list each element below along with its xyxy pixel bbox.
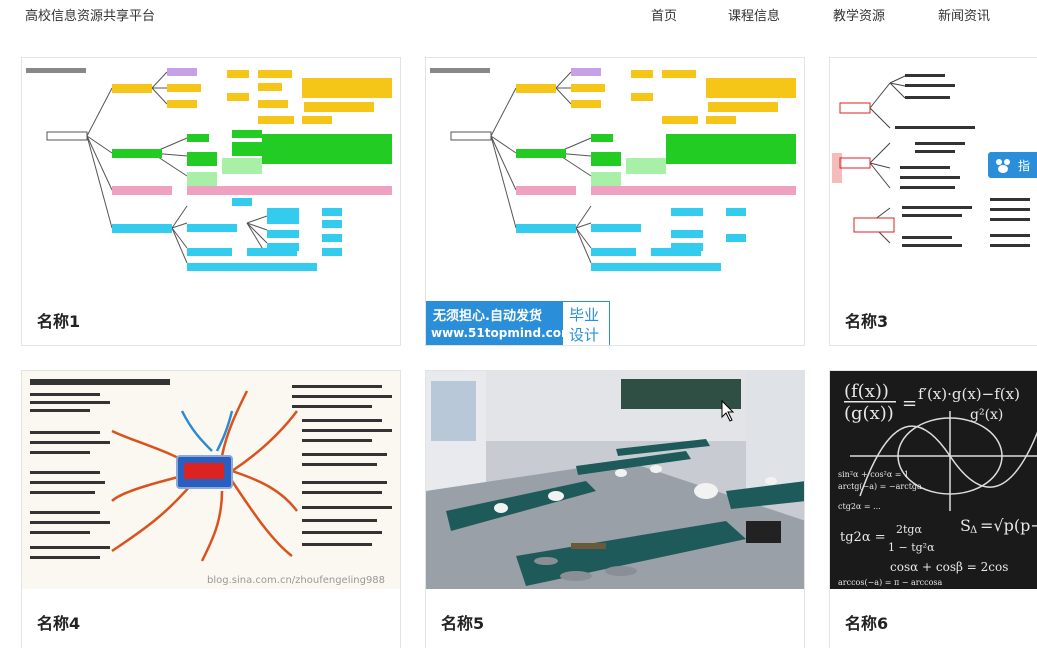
ad-badge-1: 毕业 (569, 306, 600, 324)
nav-course-info[interactable]: 课程信息 (728, 9, 781, 24)
resource-card-2[interactable]: 无须担心.自动发货 www.51topmind.com 毕业 设计 (425, 57, 805, 346)
ad-banner[interactable]: 无须担心.自动发货 www.51topmind.com 毕业 设计 (426, 301, 610, 345)
share-float-label: 指 (1018, 159, 1031, 173)
card-thumbnail[interactable] (22, 58, 400, 288)
svg-text:=: = (902, 393, 917, 414)
mindmap-image (22, 58, 400, 288)
svg-text:f′(x)·g(x)−f(x): f′(x)·g(x)−f(x) (918, 385, 1020, 403)
nav-teaching-resources[interactable]: 教学资源 (833, 9, 886, 24)
ad-badge-2: 设计 (569, 326, 600, 344)
card-title[interactable]: 名称5 (441, 614, 485, 633)
resource-card-4[interactable]: blog.sina.com.cn/zhoufengeling988 名称4 (21, 370, 401, 648)
mouse-cursor-icon (721, 399, 735, 422)
svg-text:S: S (960, 516, 971, 535)
site-title[interactable]: 高校信息资源共享平台 (25, 9, 156, 24)
card-title[interactable]: 名称4 (37, 614, 81, 633)
card-title[interactable]: 名称3 (845, 312, 889, 331)
mindmap-image (426, 58, 804, 288)
resource-card-5[interactable]: 名称5 (425, 370, 805, 648)
ad-line-2: www.51topmind.com (431, 326, 574, 340)
svg-text:sin²α + cos²α = 1: sin²α + cos²α = 1 (838, 470, 909, 479)
svg-text:ctg2α = ...: ctg2α = ... (838, 502, 881, 511)
svg-text:Δ: Δ (970, 525, 977, 536)
math-formula-image: (f(x)) (g(x)) = f′(x)·g(x)−f(x) g²(x) si… (830, 371, 1037, 589)
classroom-photo (426, 371, 804, 589)
svg-text:arccos(−a) = π − arccosa: arccos(−a) = π − arccosa (838, 578, 943, 587)
baidu-paw-icon (994, 156, 1012, 174)
resource-card-6[interactable]: (f(x)) (g(x)) = f′(x)·g(x)−f(x) g²(x) si… (829, 370, 1037, 648)
svg-text:cosα + cosβ = 2cos: cosα + cosβ = 2cos (890, 560, 1008, 574)
resource-card-1[interactable]: 名称1 (21, 57, 401, 346)
card-title[interactable]: 名称1 (37, 312, 81, 331)
top-header: 高校信息资源共享平台 首页 课程信息 教学资源 新闻资讯 (0, 0, 1037, 32)
card-thumbnail[interactable] (426, 371, 804, 589)
svg-text:(g(x)): (g(x)) (844, 403, 894, 424)
card-thumbnail[interactable]: (f(x)) (g(x)) = f′(x)·g(x)−f(x) g²(x) si… (830, 371, 1037, 589)
svg-text:=√p(p−: =√p(p− (980, 516, 1037, 535)
card-thumbnail[interactable]: blog.sina.com.cn/zhoufengeling988 (22, 371, 400, 589)
card-thumbnail[interactable] (426, 58, 804, 288)
svg-text:(f(x)): (f(x)) (844, 381, 889, 402)
svg-text:1 − tg²α: 1 − tg²α (888, 541, 935, 554)
svg-text:arctg(−a) = −arctga: arctg(−a) = −arctga (838, 482, 922, 491)
watermark-text: blog.sina.com.cn/zhoufengeling988 (207, 575, 385, 586)
resource-card-3[interactable]: 指 名称3 (829, 57, 1037, 346)
ad-line-1: 无须担心.自动发货 (433, 309, 542, 324)
svg-text:tg2α =: tg2α = (840, 530, 886, 545)
svg-text:g²(x): g²(x) (970, 407, 1003, 423)
nav-news[interactable]: 新闻资讯 (938, 9, 991, 24)
svg-text:2tgα: 2tgα (896, 523, 922, 536)
nav-home[interactable]: 首页 (651, 9, 678, 24)
card-title[interactable]: 名称6 (845, 614, 889, 633)
share-float-button[interactable]: 指 (988, 152, 1037, 178)
mindmap-image: blog.sina.com.cn/zhoufengeling988 (22, 371, 400, 589)
